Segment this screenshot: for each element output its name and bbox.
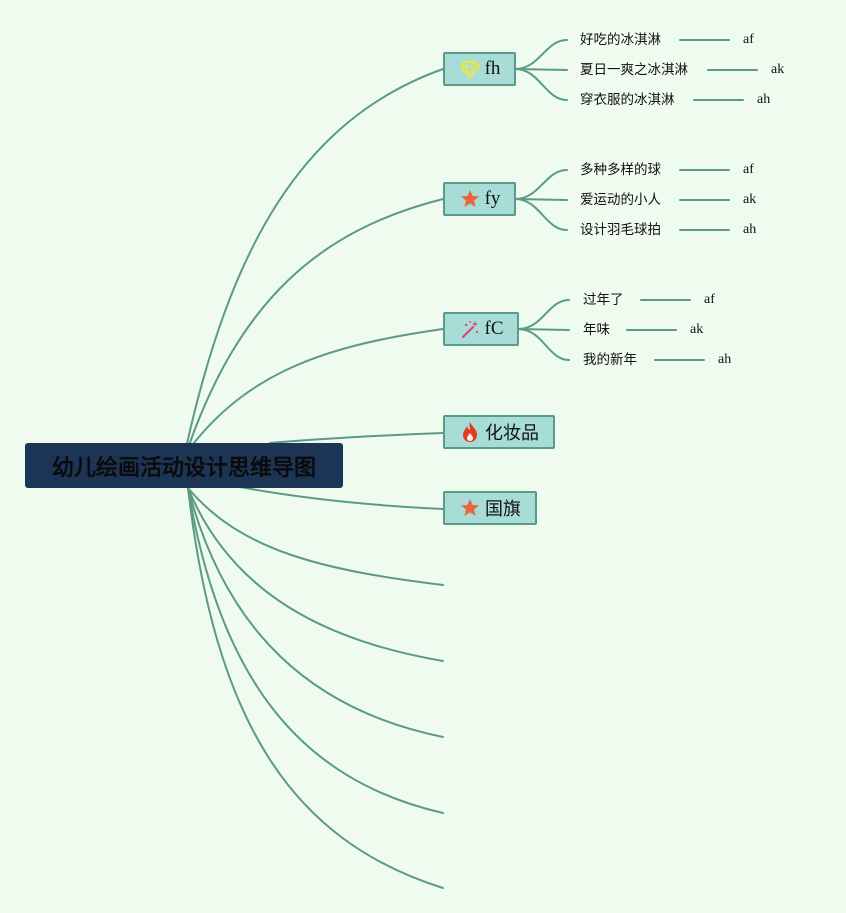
- connector-root-empty-2: [187, 487, 444, 662]
- magic-wand-icon: [459, 318, 481, 340]
- connector-root-branch-5: [239, 486, 444, 510]
- subtopic-tag[interactable]: af: [704, 292, 715, 307]
- branch-label: 国旗: [485, 499, 521, 520]
- branch-topic-fc[interactable]: fC: [443, 312, 519, 346]
- star-icon: [459, 188, 481, 210]
- connector-root-branch-3: [189, 328, 444, 449]
- star-icon: [459, 497, 481, 519]
- subtopic-tag[interactable]: af: [743, 32, 754, 47]
- branch-topic-fy[interactable]: fy: [443, 182, 516, 216]
- branch-label: fh: [484, 58, 501, 79]
- subtopic[interactable]: 过年了: [583, 292, 624, 308]
- branch-label: fy: [484, 188, 501, 209]
- subtopic[interactable]: 设计羽毛球拍: [580, 222, 661, 238]
- subtopic-tag[interactable]: ak: [690, 322, 704, 337]
- subtopic-tag[interactable]: ak: [743, 192, 757, 207]
- subtopic[interactable]: 好吃的冰淇淋: [580, 32, 661, 48]
- branch-label: 化妆品: [485, 423, 539, 444]
- subtopic[interactable]: 夏日一爽之冰淇淋: [580, 62, 688, 78]
- subtopic[interactable]: 穿衣服的冰淇淋: [580, 92, 675, 108]
- connector-root-branch-2: [187, 198, 444, 449]
- subtopic[interactable]: 年味: [583, 322, 610, 338]
- connector-root-empty-3: [187, 487, 444, 738]
- branch-topic-national-flag[interactable]: 国旗: [443, 491, 537, 525]
- branch-topic-fh[interactable]: fh: [443, 52, 516, 86]
- branch-topic-cosmetics[interactable]: 化妆品: [443, 415, 555, 449]
- root-topic[interactable]: 幼儿绘画活动设计思维导图: [25, 443, 343, 488]
- connector-root-empty-5: [187, 487, 444, 889]
- subtopic-tag[interactable]: ah: [743, 222, 757, 237]
- subtopic-tag[interactable]: ah: [718, 352, 732, 367]
- root-title: 幼儿绘画活动设计思维导图: [51, 455, 316, 481]
- connector-root-empty-1: [187, 487, 444, 586]
- fire-icon: [459, 421, 481, 443]
- subtopic-tag[interactable]: ah: [757, 92, 771, 107]
- connector-root-branch-1: [185, 68, 444, 449]
- subtopic-tag[interactable]: af: [743, 162, 754, 177]
- diamond-icon: [459, 58, 481, 80]
- connector-root-empty-4: [187, 487, 444, 814]
- connector-root-branch-4: [269, 432, 444, 444]
- subtopic-tag[interactable]: ak: [771, 62, 785, 77]
- subtopic[interactable]: 多种多样的球: [580, 162, 661, 178]
- subtopic[interactable]: 爱运动的小人: [580, 192, 661, 208]
- branch-label: fC: [484, 318, 504, 339]
- subtopic[interactable]: 我的新年: [583, 352, 637, 368]
